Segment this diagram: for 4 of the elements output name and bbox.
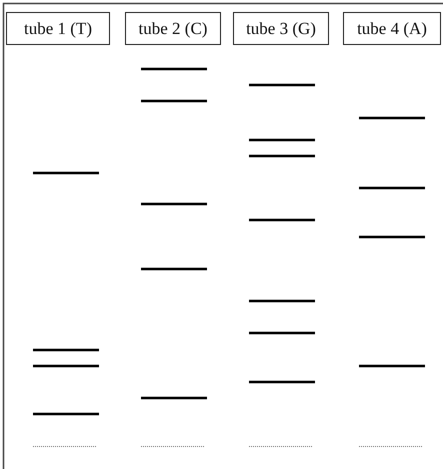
lane-header: tube 1 (T) <box>6 12 110 45</box>
lane-header: tube 3 (G) <box>233 12 329 45</box>
lane-header: tube 4 (A) <box>343 12 441 45</box>
lane-header: tube 2 (C) <box>125 12 221 45</box>
